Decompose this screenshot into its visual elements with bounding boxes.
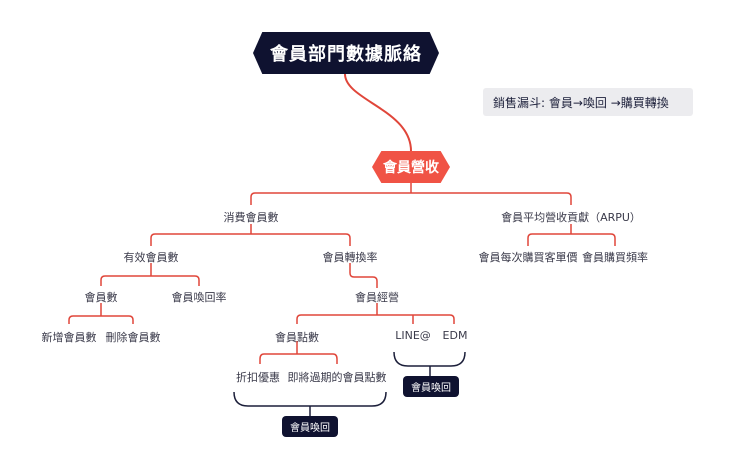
node-recall-rate[interactable]: 會員喚回率 — [171, 291, 227, 304]
connector-conversion — [349, 263, 378, 288]
node-frequency[interactable]: 會員購買頻率 — [582, 251, 648, 264]
connector-member-count — [68, 303, 134, 324]
sales-funnel-note[interactable]: 銷售漏斗: 會員→喚回 →購買轉換 — [483, 88, 693, 116]
node-line[interactable]: LINE@ — [395, 329, 431, 342]
recall-tag-points[interactable]: 會員喚回 — [282, 416, 338, 437]
node-points[interactable]: 會員點數 — [275, 331, 319, 344]
connector-points — [259, 341, 338, 364]
center-node[interactable]: 會員營收 — [372, 151, 450, 183]
connector-center-l1 — [250, 183, 572, 205]
node-operation[interactable]: 會員經營 — [355, 291, 399, 304]
node-conversion[interactable]: 會員轉換率 — [322, 251, 378, 264]
connector-root-center — [344, 73, 412, 152]
node-discount[interactable]: 折扣優惠 — [236, 371, 280, 384]
node-member-count[interactable]: 會員數 — [84, 291, 118, 304]
connector-operation — [296, 303, 455, 324]
root-node[interactable]: 會員部門數據脈絡 — [253, 32, 439, 74]
node-expiring-points[interactable]: 即將過期的會員點數 — [287, 371, 387, 384]
node-per-purchase[interactable]: 會員每次購買客單價 — [478, 251, 578, 264]
node-deleted-members[interactable]: 刪除會員數 — [105, 331, 161, 344]
brace-line-edm — [393, 351, 466, 367]
node-effective[interactable]: 有效會員數 — [123, 251, 179, 264]
node-consumption[interactable]: 消費會員數 — [223, 211, 279, 224]
recall-tag-line-edm[interactable]: 會員喚回 — [403, 376, 459, 397]
connector-arpu — [527, 224, 616, 246]
connector-effective — [100, 263, 200, 286]
node-arpu[interactable]: 會員平均營收貢獻（ARPU） — [501, 211, 641, 224]
node-edm[interactable]: EDM — [442, 329, 468, 342]
connector-consumption — [150, 224, 351, 246]
brace-points — [233, 391, 387, 407]
node-new-members[interactable]: 新增會員數 — [41, 331, 97, 344]
